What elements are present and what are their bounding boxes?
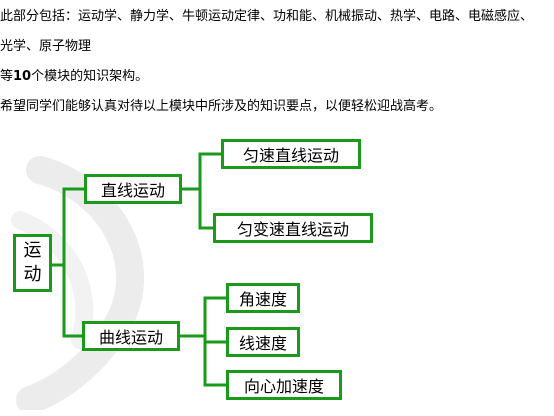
branch-node-curved: 曲线运动 <box>82 321 180 351</box>
leaf-node-angular: 角速度 <box>226 283 300 313</box>
intro-count-number: 10 <box>13 69 32 84</box>
root-node-motion: 运 动 <box>13 234 52 292</box>
intro-line-modules: 此部分包括：运动学、静力学、牛顿运动定律、功和能、机械振动、热学、电路、电磁感应… <box>0 9 534 24</box>
leaf-node-variable: 匀变速直线运动 <box>213 213 373 243</box>
root-label-char2: 动 <box>23 264 42 285</box>
intro-line-count: 等10个模块的知识架构。 <box>0 68 148 86</box>
intro-line-encouragement: 希望同学们能够认真对待以上模块中所涉及的知识要点，以便轻松迎战高考。 <box>0 99 443 114</box>
leaf-node-linear: 线速度 <box>226 327 300 357</box>
leaf-node-centripetal: 向心加速度 <box>226 370 342 400</box>
intro-line-modules-cont: 光学、原子物理 <box>0 39 92 54</box>
leaf-node-uniform: 匀速直线运动 <box>221 139 361 169</box>
intro-count-prefix: 等 <box>0 69 14 84</box>
root-label-char1: 运 <box>23 240 42 261</box>
intro-count-suffix: 个模块的知识架构。 <box>31 69 149 84</box>
branch-node-straight: 直线运动 <box>84 174 182 204</box>
